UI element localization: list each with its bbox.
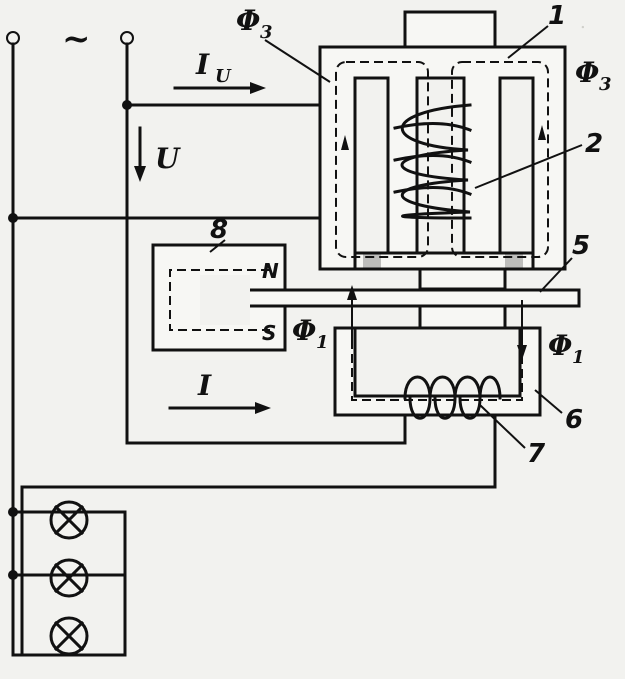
aluminium-disc <box>230 288 581 308</box>
ac-symbol: ~ <box>62 19 91 59</box>
phi1-left-label: Φ <box>292 314 316 347</box>
voltage-coil <box>393 103 472 220</box>
callout-1: 1 <box>548 1 566 31</box>
iu-sub: U <box>215 66 232 87</box>
callouts: 1 2 5 6 7 8 <box>209 1 603 469</box>
current-electromagnet <box>333 285 542 417</box>
iu-label: I <box>195 48 210 81</box>
arrow-u: U <box>134 126 181 182</box>
voltage-electromagnet <box>318 10 567 291</box>
phi1-right-label: Φ <box>548 329 572 362</box>
supply-terminals: ~ <box>6 19 134 59</box>
phi3-left-sub: 3 <box>260 22 273 43</box>
svg-text:.: . <box>580 12 586 33</box>
current-coil <box>403 375 502 420</box>
lamp-1 <box>49 500 89 540</box>
terminal-right <box>120 31 134 45</box>
flux-phi3 <box>335 61 549 258</box>
lamp-2 <box>49 558 89 598</box>
i-label: I <box>197 369 212 402</box>
phi3-right-label: Φ <box>575 56 599 89</box>
arrow-i: I <box>168 369 271 414</box>
callout-6: 6 <box>565 405 583 435</box>
arrow-iu: I U <box>173 48 266 94</box>
magnet-n-label: N <box>262 259 279 283</box>
phi1-left-sub: 1 <box>316 332 329 353</box>
background-text: . <box>580 12 586 33</box>
magnet-s-label: S <box>262 321 276 345</box>
phi3-left-label: Φ <box>236 4 260 37</box>
phi1-right-sub: 1 <box>572 347 585 368</box>
brake-magnet: N S <box>151 243 287 352</box>
flux-labels: Φ 3 Φ 3 Φ 1 Φ 1 <box>236 4 612 368</box>
u-label: U <box>155 142 181 175</box>
callout-5: 5 <box>572 231 590 261</box>
terminal-left <box>6 31 20 45</box>
lamp-3 <box>49 616 89 656</box>
callout-2: 2 <box>585 129 603 159</box>
lamp-bank <box>11 500 127 657</box>
callout-8: 8 <box>210 215 228 245</box>
phi3-right-sub: 3 <box>599 74 612 95</box>
callout-7: 7 <box>527 439 546 469</box>
